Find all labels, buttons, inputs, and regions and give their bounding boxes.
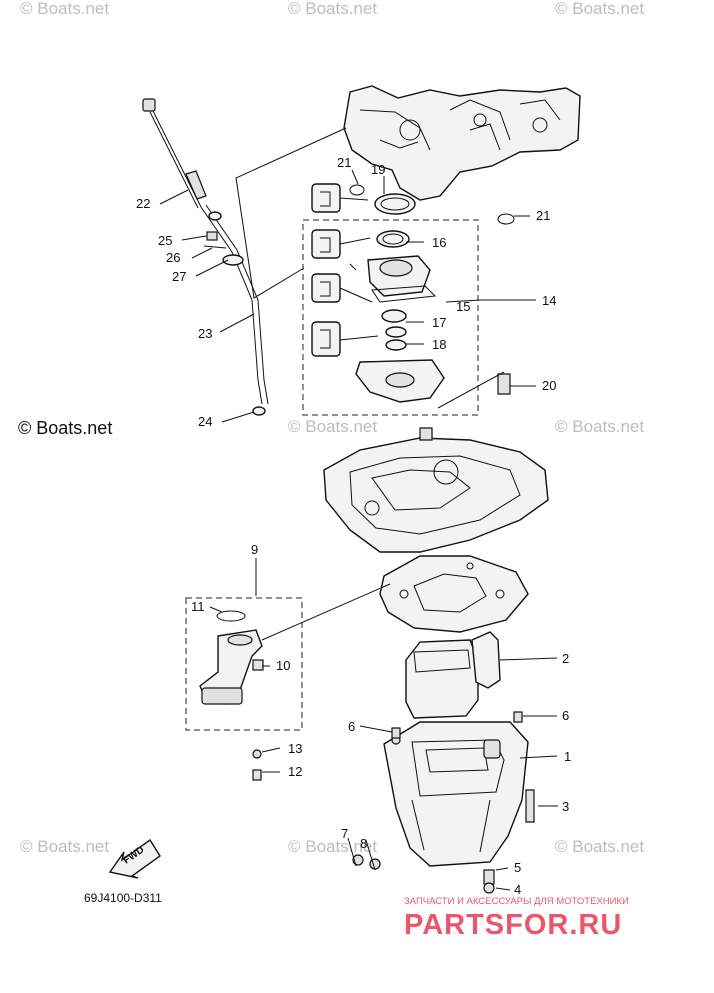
callout: 23	[198, 326, 212, 341]
callout: 2	[562, 651, 569, 666]
callout: 26	[166, 250, 180, 265]
callout: 4	[514, 882, 521, 897]
filter-drawing	[405, 631, 501, 719]
callout: 22	[136, 196, 150, 211]
callout: 19	[371, 162, 385, 177]
fwd-arrow-icon: FWD	[108, 838, 161, 879]
seal-parts-drawing	[349, 184, 515, 409]
callout-labels: 1 2 3 4 5 6 6 7 8 9 10 11 12 13 14 15 16…	[136, 155, 571, 897]
callout: 6	[348, 719, 355, 734]
bolt-drawing	[252, 711, 535, 894]
watermark: © Boats.net	[288, 0, 377, 18]
cylinder-block-drawing	[343, 85, 581, 201]
strainer-drawing	[199, 583, 391, 705]
callout: 21	[536, 208, 550, 223]
gasket-drawing	[379, 555, 529, 633]
watermark: © Boats.net	[555, 837, 644, 856]
oil-pan-drawing	[383, 713, 529, 867]
watermark: © Boats.net	[555, 0, 644, 18]
leader-lines	[159, 169, 558, 891]
kit-14-box	[302, 219, 479, 416]
brand-tagline: ЗАПЧАСТИ И АКСЕССУАРЫ ДЛЯ МОТОТЕХНИКИ	[404, 896, 629, 907]
dipstick-drawing	[142, 98, 269, 416]
watermark: © Boats.net	[20, 0, 109, 18]
watermark: © Boats.net	[288, 417, 377, 436]
callout: 25	[158, 233, 172, 248]
callout: 12	[288, 764, 302, 779]
connector-line	[235, 127, 347, 299]
partsfor-logo: ЗАПЧАСТИ И АКСЕССУАРЫ ДЛЯ МОТОТЕХНИКИ PA…	[404, 896, 629, 941]
kit-9-box	[185, 597, 303, 731]
callout: 11	[191, 599, 205, 614]
watermark: © Boats.net	[288, 837, 377, 856]
brand-logo-text: PARTSFOR.RU	[404, 909, 622, 941]
copyright-text: © Boats.net	[18, 418, 112, 438]
callout: 1	[564, 749, 571, 764]
callout: 17	[432, 315, 446, 330]
callout: 21	[337, 155, 351, 170]
diagram-code: 69J4100-D311	[84, 891, 162, 905]
watermark-layer: © Boats.net © Boats.net © Boats.net © Bo…	[20, 0, 644, 856]
callout: 8	[360, 836, 367, 851]
callout: 5	[514, 860, 521, 875]
callout: 16	[432, 235, 446, 250]
callout: 6	[562, 708, 569, 723]
callout: 9	[251, 542, 258, 557]
callout: 18	[432, 337, 446, 352]
callout: 7	[341, 826, 348, 841]
callout: 15	[456, 299, 470, 314]
callout: 27	[172, 269, 186, 284]
callout: 20	[542, 378, 556, 393]
watermark: © Boats.net	[555, 417, 644, 436]
watermark: © Boats.net	[20, 837, 109, 856]
exhaust-guide-drawing	[323, 427, 549, 553]
seal-detail-insets	[311, 183, 379, 357]
callout: 3	[562, 799, 569, 814]
callout: 24	[198, 414, 212, 429]
callout: 10	[276, 658, 290, 673]
callout: 14	[542, 293, 556, 308]
callout: 13	[288, 741, 302, 756]
